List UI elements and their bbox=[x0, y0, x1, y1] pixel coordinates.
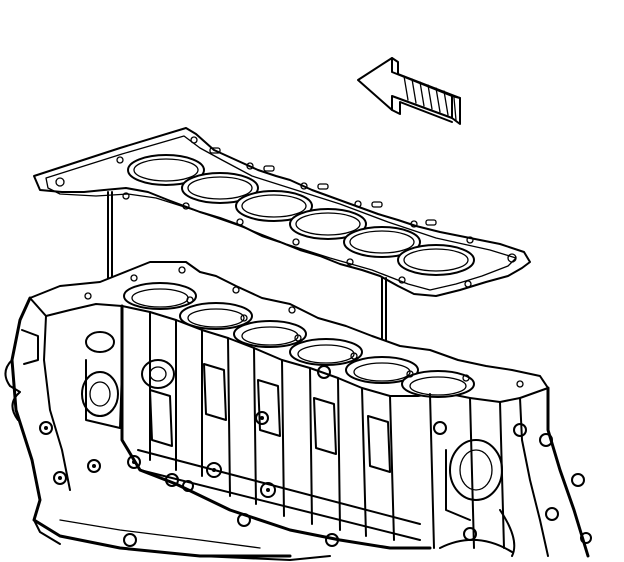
engine-block bbox=[4, 261, 592, 561]
gasket-bores bbox=[127, 154, 475, 276]
direction-arrow-icon bbox=[357, 57, 461, 125]
head-gasket bbox=[33, 127, 531, 297]
block-bores bbox=[123, 282, 475, 398]
